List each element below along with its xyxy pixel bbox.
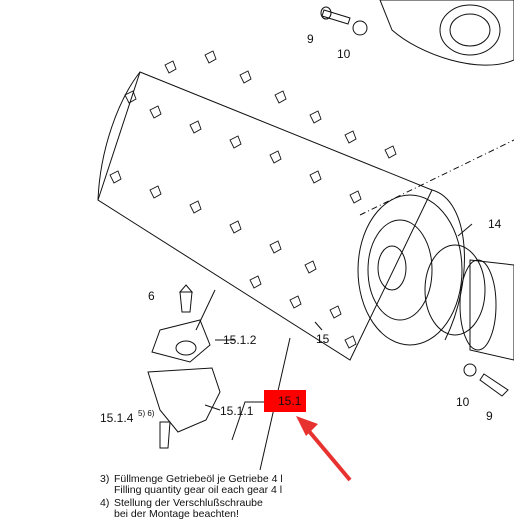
highlight-15-1: 15.1 [264, 390, 306, 412]
flange [357, 194, 463, 346]
note-4-line2: bei der Montage beachten! [114, 508, 239, 521]
bolt-top [321, 9, 351, 25]
bolt-bottom [479, 373, 509, 397]
drum-outline [97, 71, 433, 361]
note-number: 4) [100, 496, 110, 509]
callout-10-bottom: 10 [456, 395, 470, 409]
fix-bolt [159, 421, 171, 449]
callout-9-bottom: 9 [486, 409, 493, 423]
washer-bottom [463, 363, 477, 377]
note-4: 4) Stellung der Verschlußschraube [100, 496, 283, 509]
note-number: 3) [100, 473, 110, 485]
seal-ring [424, 244, 486, 336]
tool-base [147, 367, 221, 433]
holder [151, 319, 211, 363]
callout-14: 14 [488, 217, 502, 231]
note-text-de: Stellung der Verschlußschraube [114, 496, 263, 509]
note-text-de: Füllmenge Getriebeöl je Getriebe 4 l [114, 473, 283, 485]
top-gearbox [379, 0, 514, 66]
callout-15-1-1: 15.1.1 [220, 404, 254, 418]
washer-top [352, 20, 368, 36]
pick [179, 291, 193, 313]
footnotes: 3) Füllmenge Getriebeöl je Getriebe 4 l F… [100, 473, 283, 521]
callout-15-1-4: 15.1.4 [100, 411, 134, 425]
right-gearbox [469, 259, 514, 361]
callout-6: 6 [148, 289, 155, 303]
callout-10-top: 10 [337, 47, 351, 61]
red-arrow [296, 416, 352, 482]
callout-9-top: 9 [307, 32, 314, 46]
callout-15-1-2: 15.1.2 [223, 333, 257, 347]
note-3-translation: Filling quantity gear oil each gear 4 l [114, 484, 283, 497]
note-3: 3) Füllmenge Getriebeöl je Getriebe 4 l [100, 473, 283, 485]
callout-15: 15 [316, 332, 330, 346]
callout-15-1: 15.1 [278, 394, 302, 408]
callout-footnote-refs: 5) 6) [138, 409, 155, 418]
